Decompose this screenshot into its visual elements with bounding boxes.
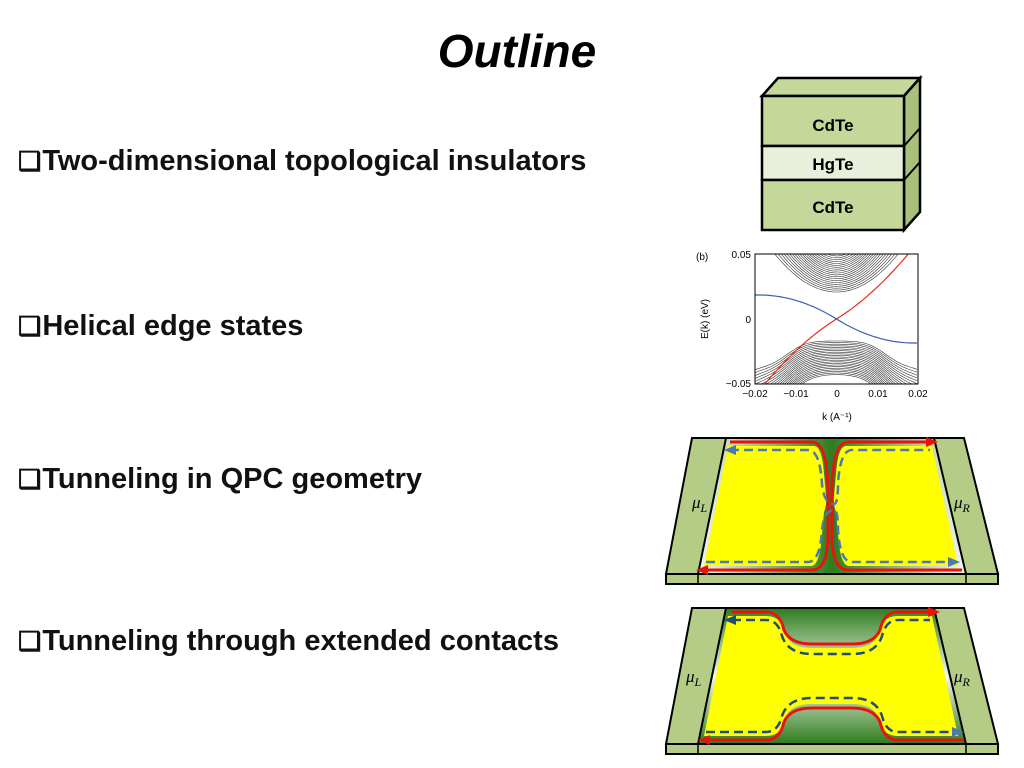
bullet-text: Two-dimensional topological insulators	[42, 145, 587, 177]
band-line	[803, 254, 870, 272]
checkbox-bullet-icon: ❑	[18, 146, 42, 176]
layer-cdte-bottom	[760, 178, 906, 232]
band-line	[755, 347, 918, 382]
band-line	[774, 254, 899, 293]
layer-cdte-top	[760, 94, 906, 148]
bullet-2d-ti: ❑Two-dimensional topological insulators	[18, 145, 586, 178]
band-curves	[755, 244, 918, 384]
band-line	[813, 254, 860, 264]
band-line	[819, 254, 854, 261]
mu-left-label: μL	[685, 667, 702, 689]
band-line	[760, 350, 913, 384]
band-line	[786, 363, 887, 384]
band-line	[770, 353, 904, 384]
band-line	[794, 369, 879, 384]
band-line	[811, 254, 862, 266]
band-line	[801, 374, 872, 384]
panel-label: (b)	[696, 252, 708, 263]
band-line	[784, 361, 889, 384]
mu-right-label: μR	[953, 667, 971, 689]
y-axis-label: E(k) (eV)	[700, 299, 711, 339]
layer-top-label: CdTe	[812, 116, 853, 135]
x-tick-label: 0.02	[908, 389, 928, 400]
x-tick-label: 0.01	[868, 389, 888, 400]
layer-bottom-label: CdTe	[812, 198, 853, 217]
qpc-geometry-figure: μL μR	[664, 437, 1000, 585]
bullet-text: Tunneling in QPC geometry	[42, 463, 423, 495]
band-line	[806, 254, 867, 270]
checkbox-bullet-icon: ❑	[18, 626, 42, 656]
band-line	[796, 371, 877, 384]
bullet-text: Tunneling through extended contacts	[42, 625, 559, 657]
band-line	[755, 342, 918, 373]
band-line	[755, 348, 918, 384]
band-line	[808, 254, 865, 268]
band-line	[792, 367, 881, 384]
band-line	[791, 254, 882, 281]
bullet-text: Helical edge states	[42, 310, 304, 342]
x-tick-label: −0.02	[742, 389, 768, 400]
y-tick-label: 0.05	[732, 250, 752, 261]
extended-contacts-figure: μL μR	[664, 607, 1000, 755]
band-line	[755, 340, 918, 370]
band-line	[781, 359, 892, 384]
bullet-qpc: ❑Tunneling in QPC geometry	[18, 463, 422, 496]
bullet-helical: ❑Helical edge states	[18, 310, 303, 343]
band-line	[765, 351, 908, 384]
layer-hgte	[760, 144, 906, 182]
y-tick-label: −0.05	[726, 379, 752, 390]
mu-left-label: μL	[691, 493, 708, 515]
bullet-extended: ❑Tunneling through extended contacts	[18, 625, 559, 658]
band-line	[822, 254, 851, 259]
x-tick-label: 0	[834, 389, 840, 400]
x-tick-label: −0.01	[783, 389, 809, 400]
quantum-well-stack-figure: CdTe HgTe CdTe	[759, 74, 923, 234]
band-line	[816, 254, 857, 262]
band-line	[773, 355, 900, 384]
band-line	[801, 254, 872, 274]
band-line	[755, 294, 917, 344]
checkbox-bullet-icon: ❑	[18, 464, 42, 494]
band-line	[794, 254, 879, 280]
band-line	[755, 343, 918, 376]
band-structure-plot: (b) 0.05 0 −0.05 −0.02 −0.01 0 0.01 0.02…	[696, 244, 928, 423]
checkbox-bullet-icon: ❑	[18, 311, 42, 341]
band-line	[755, 244, 917, 252]
band-line	[799, 254, 874, 276]
plot-frame	[754, 253, 919, 385]
layer-middle-label: HgTe	[812, 155, 853, 174]
band-line	[783, 254, 890, 287]
band-line	[777, 254, 896, 291]
y-tick-label: 0	[745, 315, 751, 326]
x-axis-label: k (A⁻¹)	[822, 412, 852, 423]
band-line	[780, 254, 893, 289]
band-line	[799, 372, 874, 384]
band-line	[789, 254, 884, 283]
band-line	[779, 358, 894, 384]
mu-right-label: μR	[953, 493, 971, 515]
band-line	[788, 364, 885, 384]
band-line	[790, 366, 883, 384]
band-line	[832, 254, 841, 255]
band-line	[786, 254, 887, 285]
band-line	[826, 254, 847, 257]
slide-title: Outline	[437, 25, 597, 77]
band-line	[796, 254, 877, 278]
band-line	[776, 356, 897, 384]
